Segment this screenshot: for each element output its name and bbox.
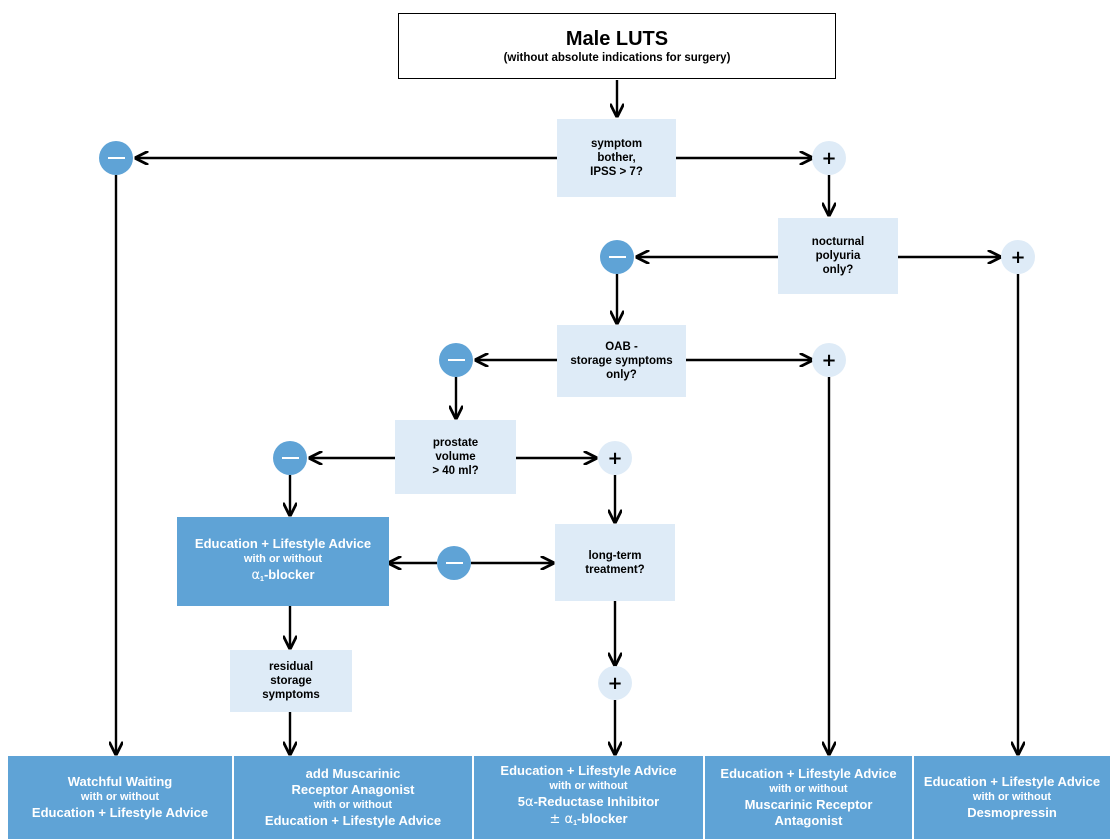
- question-long-term-treatment: long-term treatment?: [555, 524, 675, 601]
- plus-node-long-term: +: [598, 666, 632, 700]
- title-main: Male LUTS: [565, 27, 669, 50]
- residual-storage-symptoms-box: residual storage symptoms: [230, 650, 352, 712]
- outcome-desmopressin: Education + Lifestyle Advice with or wit…: [914, 756, 1110, 839]
- minus-node-oab: [439, 343, 473, 377]
- alpha-blocker-box: Education + Lifestyle Advice with or wit…: [177, 517, 389, 606]
- title-subtitle: (without absolute indications for surger…: [503, 51, 731, 64]
- outcome-5ari: Education + Lifestyle Advice with or wit…: [474, 756, 703, 839]
- question-ipss: symptom bother, IPSS > 7?: [557, 119, 676, 197]
- minus-node-nocturnal: [600, 240, 634, 274]
- question-prostate-volume: prostate volume > 40 ml?: [395, 420, 516, 494]
- outcome-muscarinic-add: add Muscarinic Receptor Anagonist with o…: [234, 756, 472, 839]
- plus-node-oab: +: [812, 343, 846, 377]
- plus-node-nocturnal: +: [1001, 240, 1035, 274]
- minus-node-long-term: [437, 546, 471, 580]
- minus-node-ipss: [99, 141, 133, 175]
- outcome-watchful-waiting: Watchful Waiting with or without Educati…: [8, 756, 232, 839]
- outcome-muscarinic-antagonist: Education + Lifestyle Advice with or wit…: [705, 756, 912, 839]
- plus-node-prostate: +: [598, 441, 632, 475]
- minus-node-prostate: [273, 441, 307, 475]
- question-oab: OAB - storage symptoms only?: [557, 325, 686, 397]
- question-nocturnal-polyuria: nocturnal polyuria only?: [778, 218, 898, 294]
- plus-node-ipss: +: [812, 141, 846, 175]
- title-box: Male LUTS (without absolute indications …: [398, 13, 836, 79]
